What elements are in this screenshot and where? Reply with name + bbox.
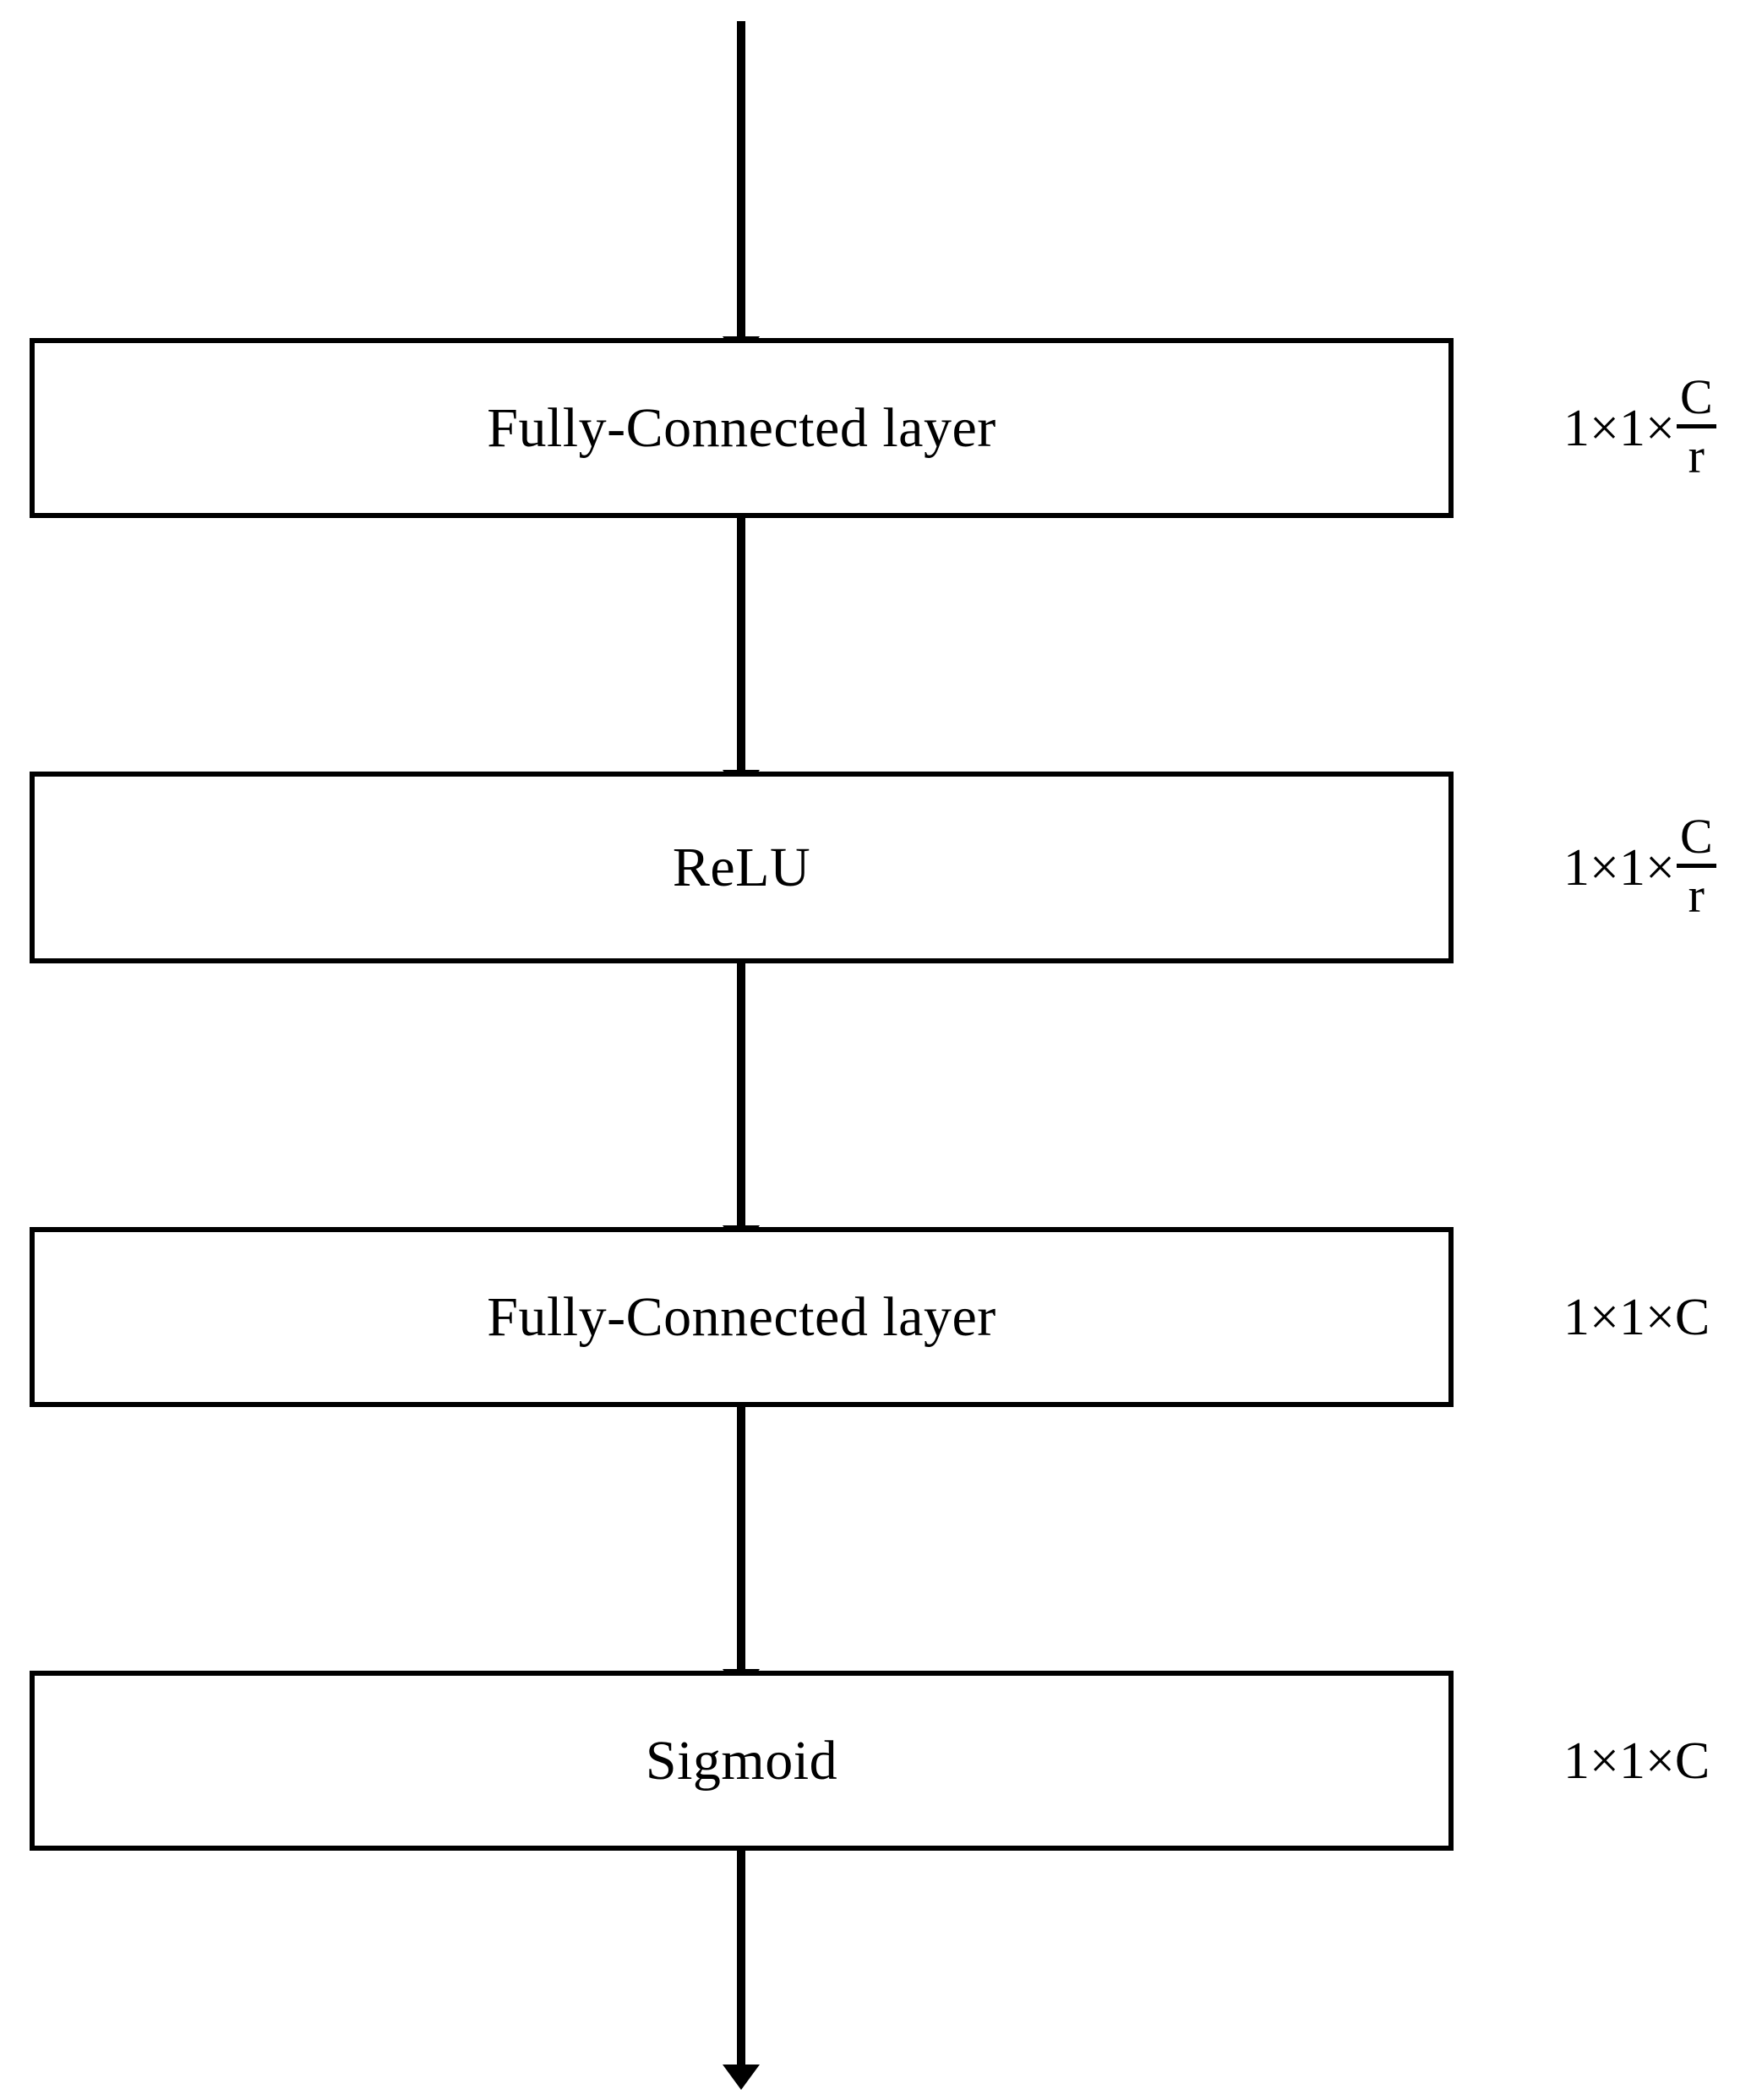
fraction-bar: [1676, 424, 1716, 428]
fraction-numerator: C: [1679, 368, 1713, 424]
shape-note-fc2: 1×1×C: [1563, 1227, 1762, 1407]
arrow-relu-to-fc2: [723, 963, 760, 1251]
shape-prefix: 1×1×: [1563, 399, 1675, 457]
fraction-denominator: r: [1688, 868, 1705, 923]
block-fully-connected-layer-1: Fully-Connected layer: [30, 338, 1454, 518]
block-sigmoid: Sigmoid: [30, 1671, 1454, 1851]
fraction-denominator: r: [1688, 428, 1705, 483]
shape-prefix: 1×1×C: [1563, 1732, 1710, 1790]
arrow-out: [723, 1851, 760, 2090]
fraction-bar: [1676, 864, 1716, 868]
shape-prefix: 1×1×: [1563, 838, 1675, 897]
arrow-fc1-to-relu: [723, 518, 760, 795]
arrow-head-icon: [723, 2065, 760, 2090]
block-label: Fully-Connected layer: [487, 396, 996, 459]
block-fully-connected-layer-2: Fully-Connected layer: [30, 1227, 1454, 1407]
arrow-fc2-to-sigmoid: [723, 1407, 760, 1694]
fraction-numerator: C: [1679, 808, 1713, 864]
block-label: Sigmoid: [645, 1729, 838, 1792]
block-label: ReLU: [672, 836, 811, 898]
arrow-in: [723, 21, 760, 362]
shape-note-sigmoid: 1×1×C: [1563, 1671, 1762, 1851]
shape-prefix: 1×1×C: [1563, 1288, 1710, 1346]
block-relu: ReLU: [30, 772, 1454, 963]
block-label: Fully-Connected layer: [487, 1285, 996, 1348]
